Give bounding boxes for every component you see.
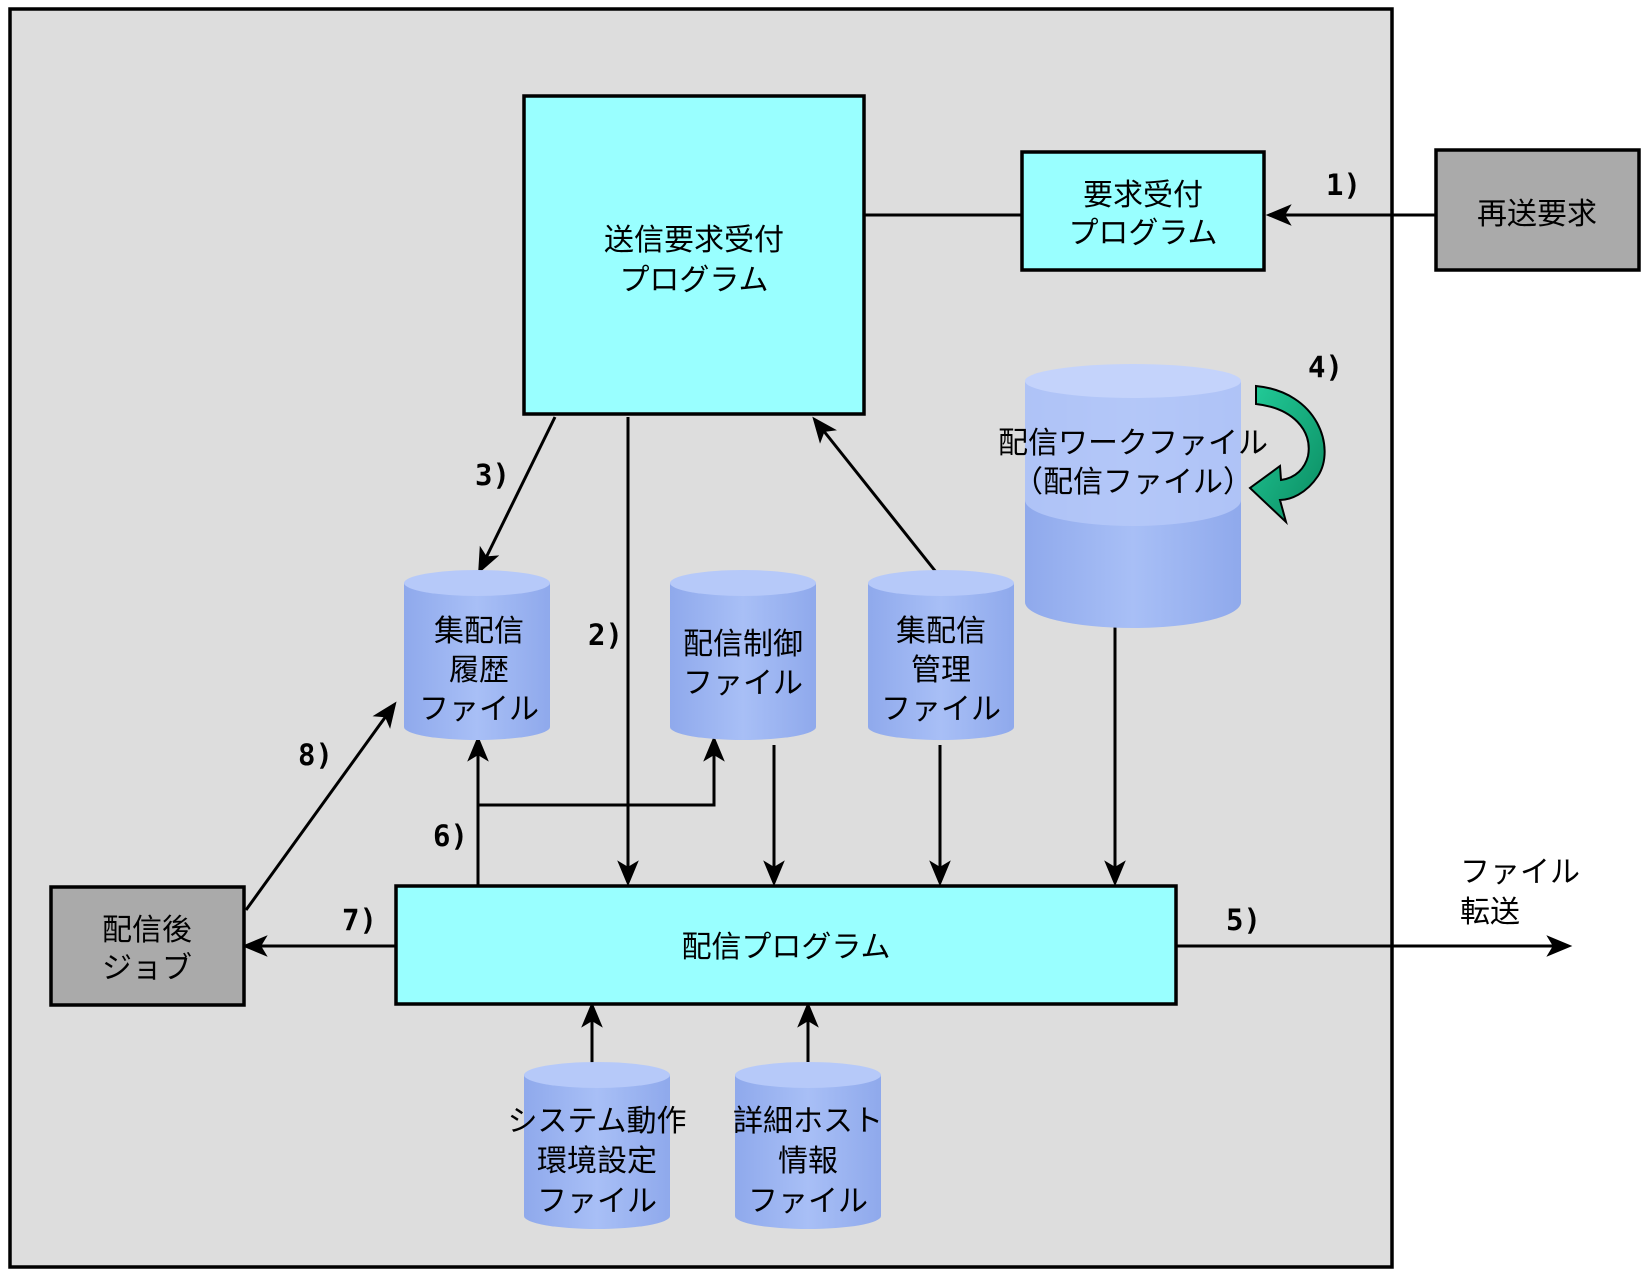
management-file-line2: 管理 <box>911 653 971 688</box>
host-info-file-line3: ファイル <box>748 1184 868 1219</box>
file-transfer-line1: ファイル <box>1460 855 1580 890</box>
control-file-cylinder: 配信制御 ファイル <box>670 570 816 740</box>
cycle-arrow-icon <box>1248 384 1326 526</box>
resend-request-box: 再送要求 <box>1434 148 1641 272</box>
post-delivery-job-line1: 配信後 <box>102 913 192 948</box>
system-env-file-line1: システム動作 <box>507 1104 686 1139</box>
connectors <box>241 204 1573 1064</box>
system-env-file-cylinder: システム動作 環境設定 ファイル <box>507 1062 687 1229</box>
history-file-line3: ファイル <box>419 692 539 727</box>
file-transfer-line2: 転送 <box>1460 895 1520 930</box>
post-delivery-job-line2: ジョブ <box>102 951 192 986</box>
work-file-cylinder: 配信ワークファイル （配信ファイル） <box>998 364 1268 628</box>
history-file-cylinder: 集配信 履歴 ファイル <box>404 570 550 740</box>
step-4-label: 4) <box>1308 350 1343 384</box>
step-5-label: 5) <box>1226 903 1261 937</box>
work-file-line2: （配信ファイル） <box>1013 465 1253 500</box>
step-2-label: 2) <box>588 618 623 652</box>
history-file-line2: 履歴 <box>449 653 509 688</box>
work-file-line1: 配信ワークファイル <box>998 426 1268 461</box>
request-program-line1: 要求受付 <box>1083 178 1203 213</box>
control-file-line1: 配信制御 <box>683 627 803 662</box>
control-file-line2: ファイル <box>683 666 803 701</box>
request-program-line2: プログラム <box>1068 216 1217 251</box>
send-request-program-line1: 送信要求受付 <box>604 223 784 258</box>
send-request-program-box: 送信要求受付 プログラム <box>522 94 866 416</box>
request-program-box: 要求受付 プログラム <box>1020 150 1266 272</box>
host-info-file-line2: 情報 <box>778 1144 838 1179</box>
step-3-label: 3) <box>475 458 510 492</box>
resend-request-label: 再送要求 <box>1477 197 1597 232</box>
delivery-program-label: 配信プログラム <box>681 930 890 965</box>
system-env-file-line3: ファイル <box>537 1184 657 1219</box>
host-info-file-line1: 詳細ホスト <box>733 1104 883 1139</box>
send-request-program-line2: プログラム <box>619 263 768 298</box>
management-file-line3: ファイル <box>881 692 1001 727</box>
system-env-file-line2: 環境設定 <box>537 1144 657 1179</box>
delivery-program-box: 配信プログラム <box>394 884 1178 1006</box>
step-8-label: 8) <box>298 738 333 772</box>
management-file-cylinder: 集配信 管理 ファイル <box>868 570 1014 740</box>
step-1-label: 1) <box>1326 168 1361 202</box>
history-file-line1: 集配信 <box>434 614 524 649</box>
host-info-file-cylinder: 詳細ホスト 情報 ファイル <box>733 1062 883 1229</box>
step-7-label: 7) <box>342 903 377 937</box>
step-6-label: 6) <box>433 819 468 853</box>
post-delivery-job-box: 配信後 ジョブ <box>49 885 246 1007</box>
management-file-line1: 集配信 <box>896 614 986 649</box>
